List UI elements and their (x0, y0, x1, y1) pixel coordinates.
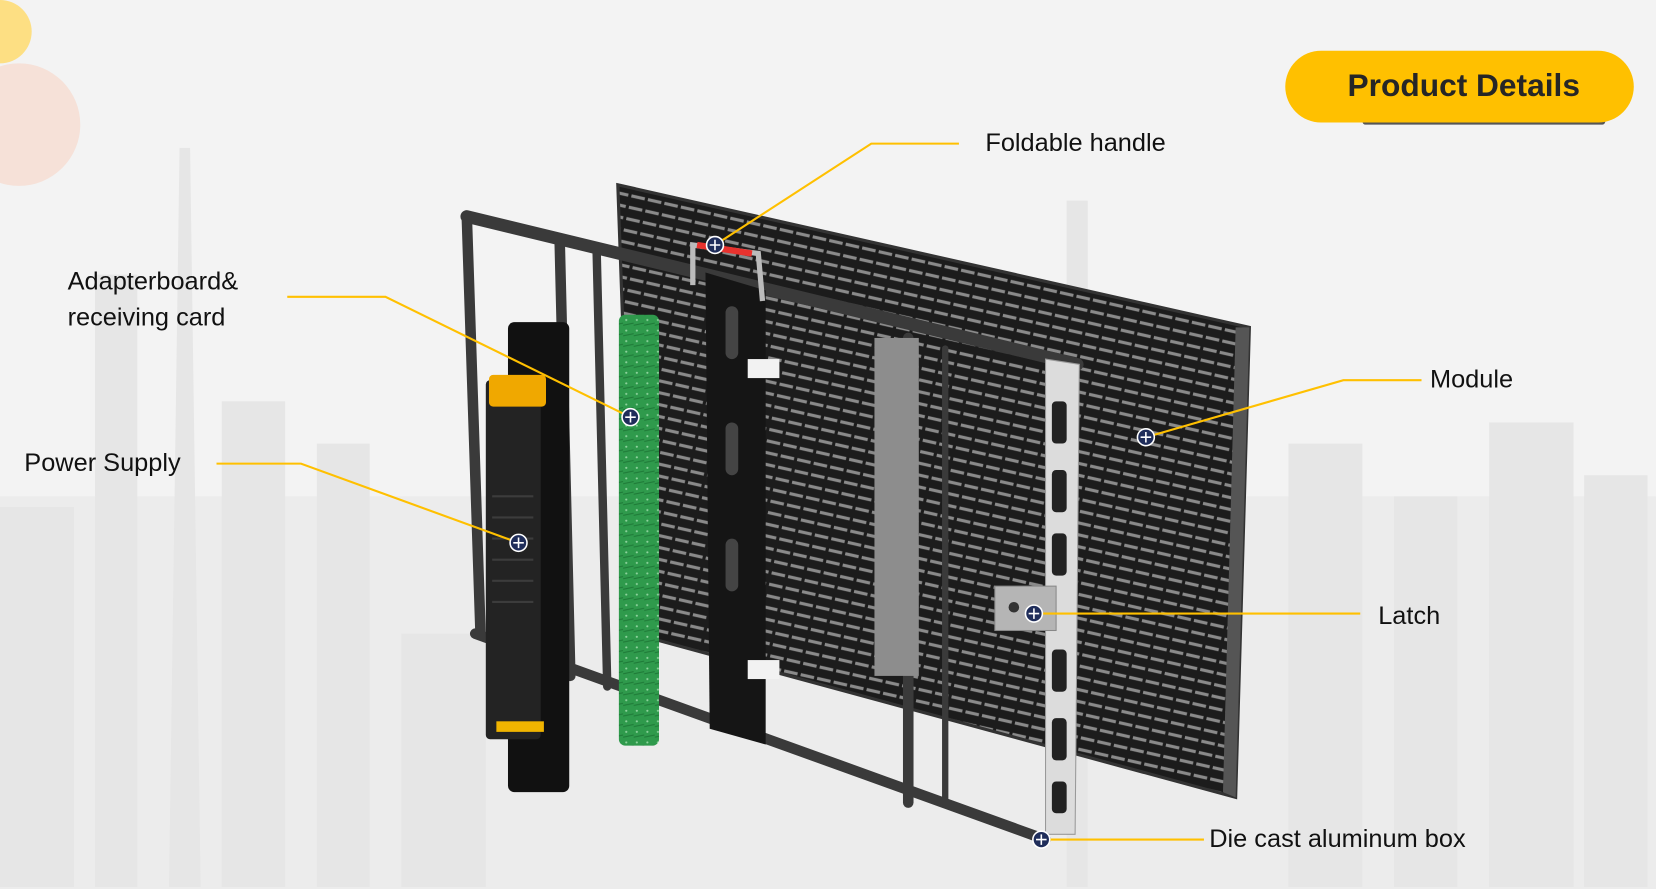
leader-line-power-supply (216, 462, 519, 544)
decor-circle-pink (0, 63, 81, 186)
marker-plus-icon[interactable] (1024, 604, 1044, 623)
module-panel (616, 182, 1251, 800)
latch (994, 585, 1057, 632)
label-power-supply: Power Supply (24, 448, 181, 478)
label-latch: Latch (1378, 601, 1441, 631)
power-supply (485, 322, 570, 793)
frame-column (874, 337, 919, 676)
label-die-cast-box: Die cast aluminum box (1209, 824, 1466, 854)
marker-plus-icon[interactable] (1032, 830, 1051, 849)
product-details-badge: Product Details (1285, 50, 1634, 123)
label-module: Module (1429, 365, 1514, 394)
label-adapterboard-line1: Adapterboard& (67, 267, 239, 296)
label-foldable-handle: Foldable handle (985, 128, 1166, 158)
marker-plus-icon[interactable] (705, 235, 725, 255)
leader-line-module (1145, 379, 1422, 439)
badge-label: Product Details (1347, 68, 1580, 104)
side-rail (1045, 358, 1080, 835)
decor-circle-yellow (0, 0, 32, 64)
marker-plus-icon[interactable] (1136, 427, 1156, 447)
label-adapterboard-line2: receiving card (67, 303, 226, 332)
adapterboard-pcb (618, 314, 660, 746)
marker-plus-icon[interactable] (621, 407, 640, 427)
leader-lines (216, 142, 1422, 841)
marker-plus-icon[interactable] (509, 533, 528, 553)
leader-line-foldable-handle (714, 142, 959, 246)
leader-line-adapterboard (287, 295, 631, 419)
center-bracket (705, 272, 780, 745)
hotspot-markers (509, 235, 1156, 849)
